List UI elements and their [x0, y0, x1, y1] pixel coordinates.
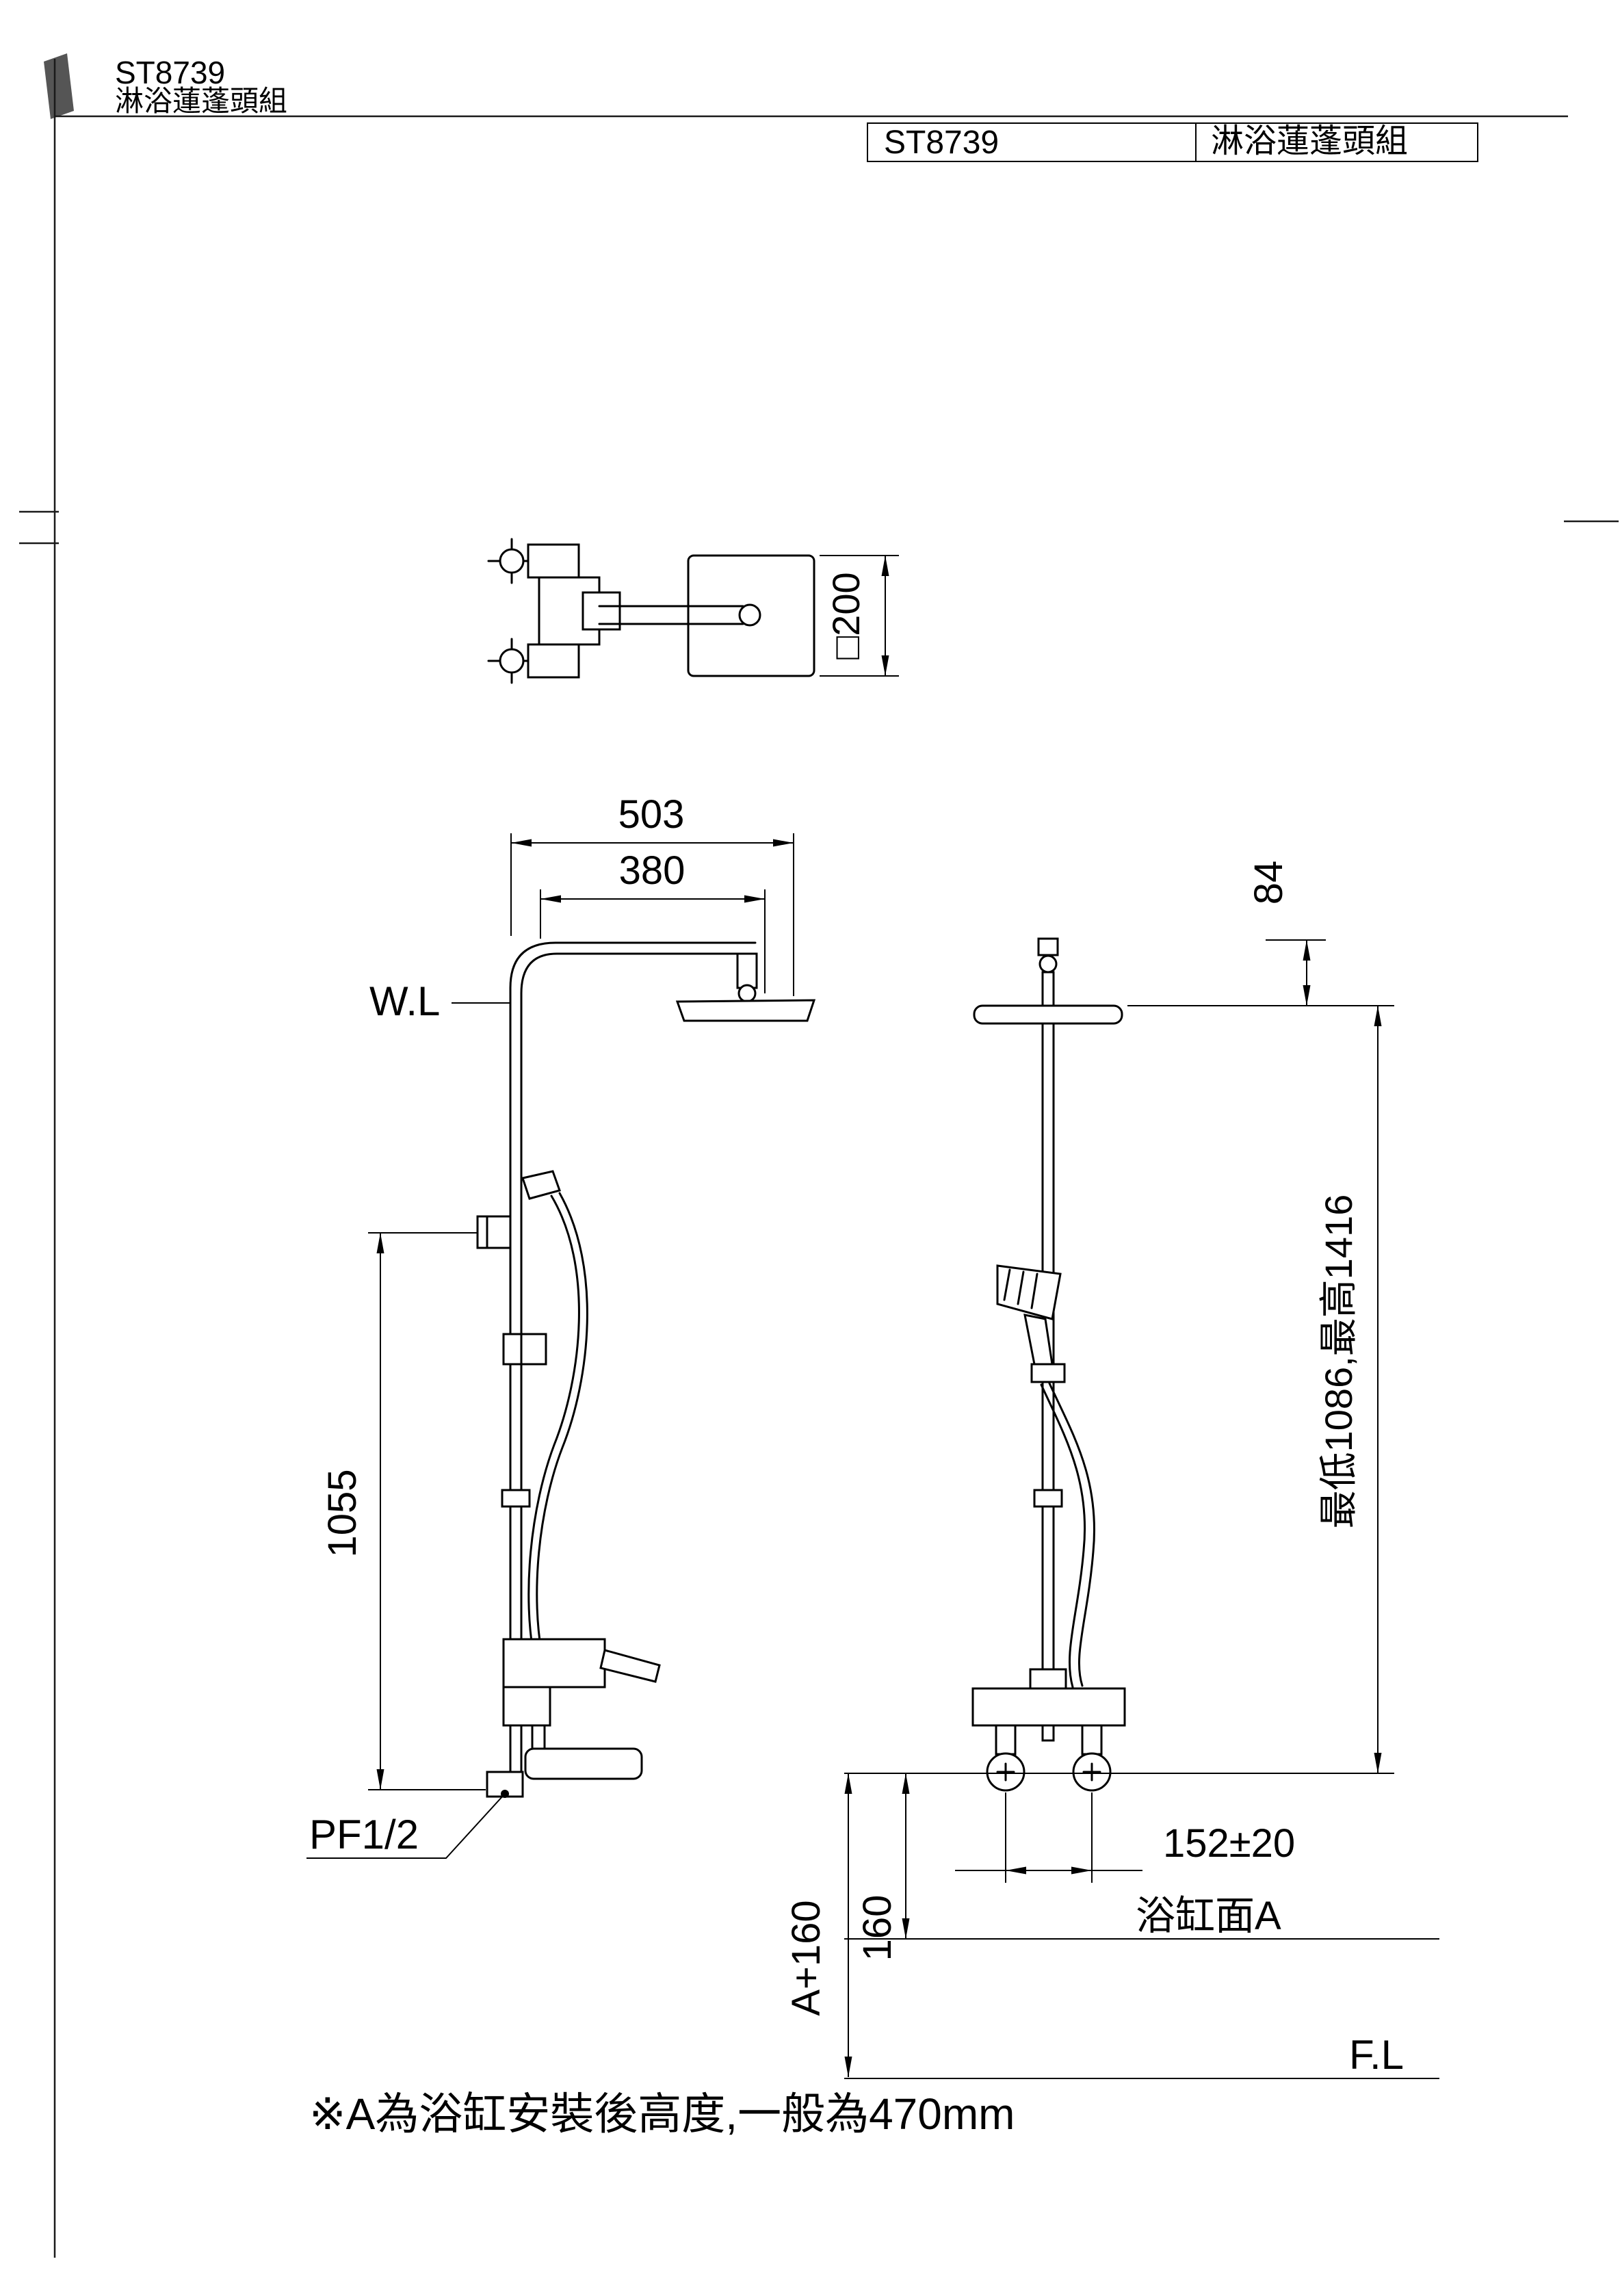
dim-inlet-spacing: 152±20 [1163, 1821, 1295, 1866]
dim-floor-to-valve: A+160 [784, 1900, 828, 2015]
top-view [487, 538, 815, 684]
handshower-holder [521, 1170, 561, 1200]
dim-head-drop: 84 [1246, 861, 1291, 905]
pipe-collar [501, 1489, 531, 1508]
dim-reach-inner: 380 [619, 848, 685, 893]
riser-pipe-outer [509, 941, 757, 1787]
tub-spout [524, 1747, 643, 1780]
header-table: ST8739 淋浴蓮蓬頭組 [867, 122, 1478, 162]
handshower-head [996, 1264, 1062, 1320]
side-hose-line-2 [1040, 1383, 1086, 1688]
riser-pipe-inner [520, 952, 757, 1787]
side-ball-joint [1038, 954, 1058, 974]
floor-line-label: F.L [1349, 2032, 1404, 2078]
slider-clamp [502, 1333, 547, 1366]
dimensions: □200 503 380 W.L 1055 PF1/2 84 最低1086,最高… [306, 555, 1439, 2079]
title-block: ST8739 淋浴蓮蓬頭組 [115, 55, 287, 117]
dim-head-size: □200 [824, 572, 867, 659]
hose-line-2 [536, 1192, 588, 1662]
dim-bar-length: 1055 [320, 1469, 365, 1557]
side-view [971, 937, 1126, 1792]
model-number: ST8739 [115, 55, 225, 90]
thread-label: PF1/2 [309, 1812, 419, 1857]
wall-bracket [476, 1215, 512, 1249]
product-name: 淋浴蓮蓬頭組 [115, 85, 287, 117]
note-text: ※A為浴缸安裝後高度,一般為470mm [309, 2089, 1015, 2139]
dim-tub-to-valve: 160 [855, 1895, 900, 1961]
square-head-outline [687, 554, 815, 677]
dim-height-range: 最低1086,最高1416 [1317, 1195, 1360, 1529]
header-cell-product [1195, 122, 1478, 162]
thread-leader-line [306, 1795, 504, 1859]
shower-head-profile [675, 999, 816, 1022]
page-frame [19, 53, 1619, 2258]
handshower-handle [1023, 1314, 1054, 1366]
side-shower-head [973, 1004, 1123, 1025]
front-view [476, 941, 816, 1798]
header-model-text: ST8739 [884, 125, 999, 161]
hose-line-1 [527, 1195, 580, 1664]
valve-body [502, 1638, 606, 1688]
tub-surface-label: 浴缸面A [1136, 1894, 1281, 1938]
dim-reach-outer: 503 [618, 792, 685, 837]
ball-joint [737, 984, 757, 1003]
header-product-text: 淋浴蓮蓬頭組 [1211, 123, 1408, 159]
corner-fold-mark [44, 53, 74, 119]
valve-handle [599, 1649, 661, 1683]
side-pipe-collar [1033, 1489, 1063, 1508]
side-holder-clamp [1030, 1363, 1066, 1383]
side-valve-body [971, 1687, 1126, 1727]
water-line-label: W.L [369, 978, 440, 1024]
side-hose-line-1 [1048, 1382, 1096, 1687]
